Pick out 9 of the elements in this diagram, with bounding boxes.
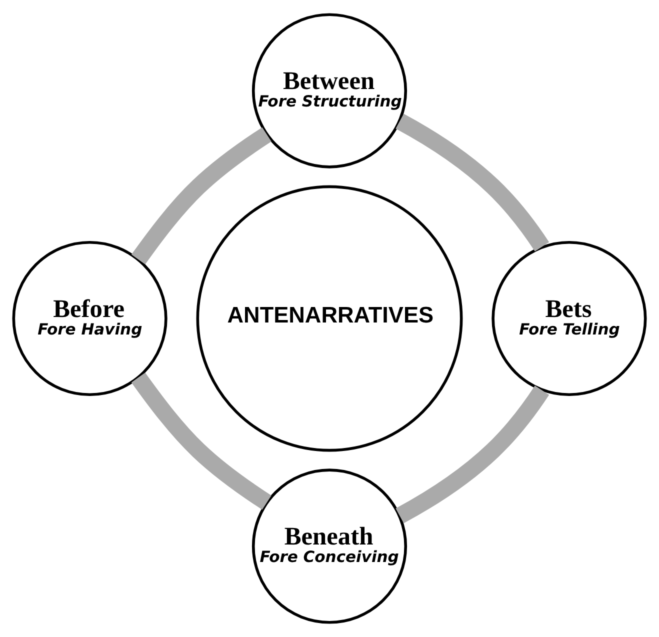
node-circle: Before Fore Having [12,240,168,396]
connector [396,386,550,524]
connector [396,114,550,252]
node-circle: Beneath Fore Conceiving [252,468,408,624]
node-circle: ANTENARRATIVES [196,185,463,452]
connector [131,127,272,264]
node-circle: Between Fore Structuring [252,13,408,168]
node-circle: Bets Fore Telling [492,240,647,396]
connector [131,372,272,510]
